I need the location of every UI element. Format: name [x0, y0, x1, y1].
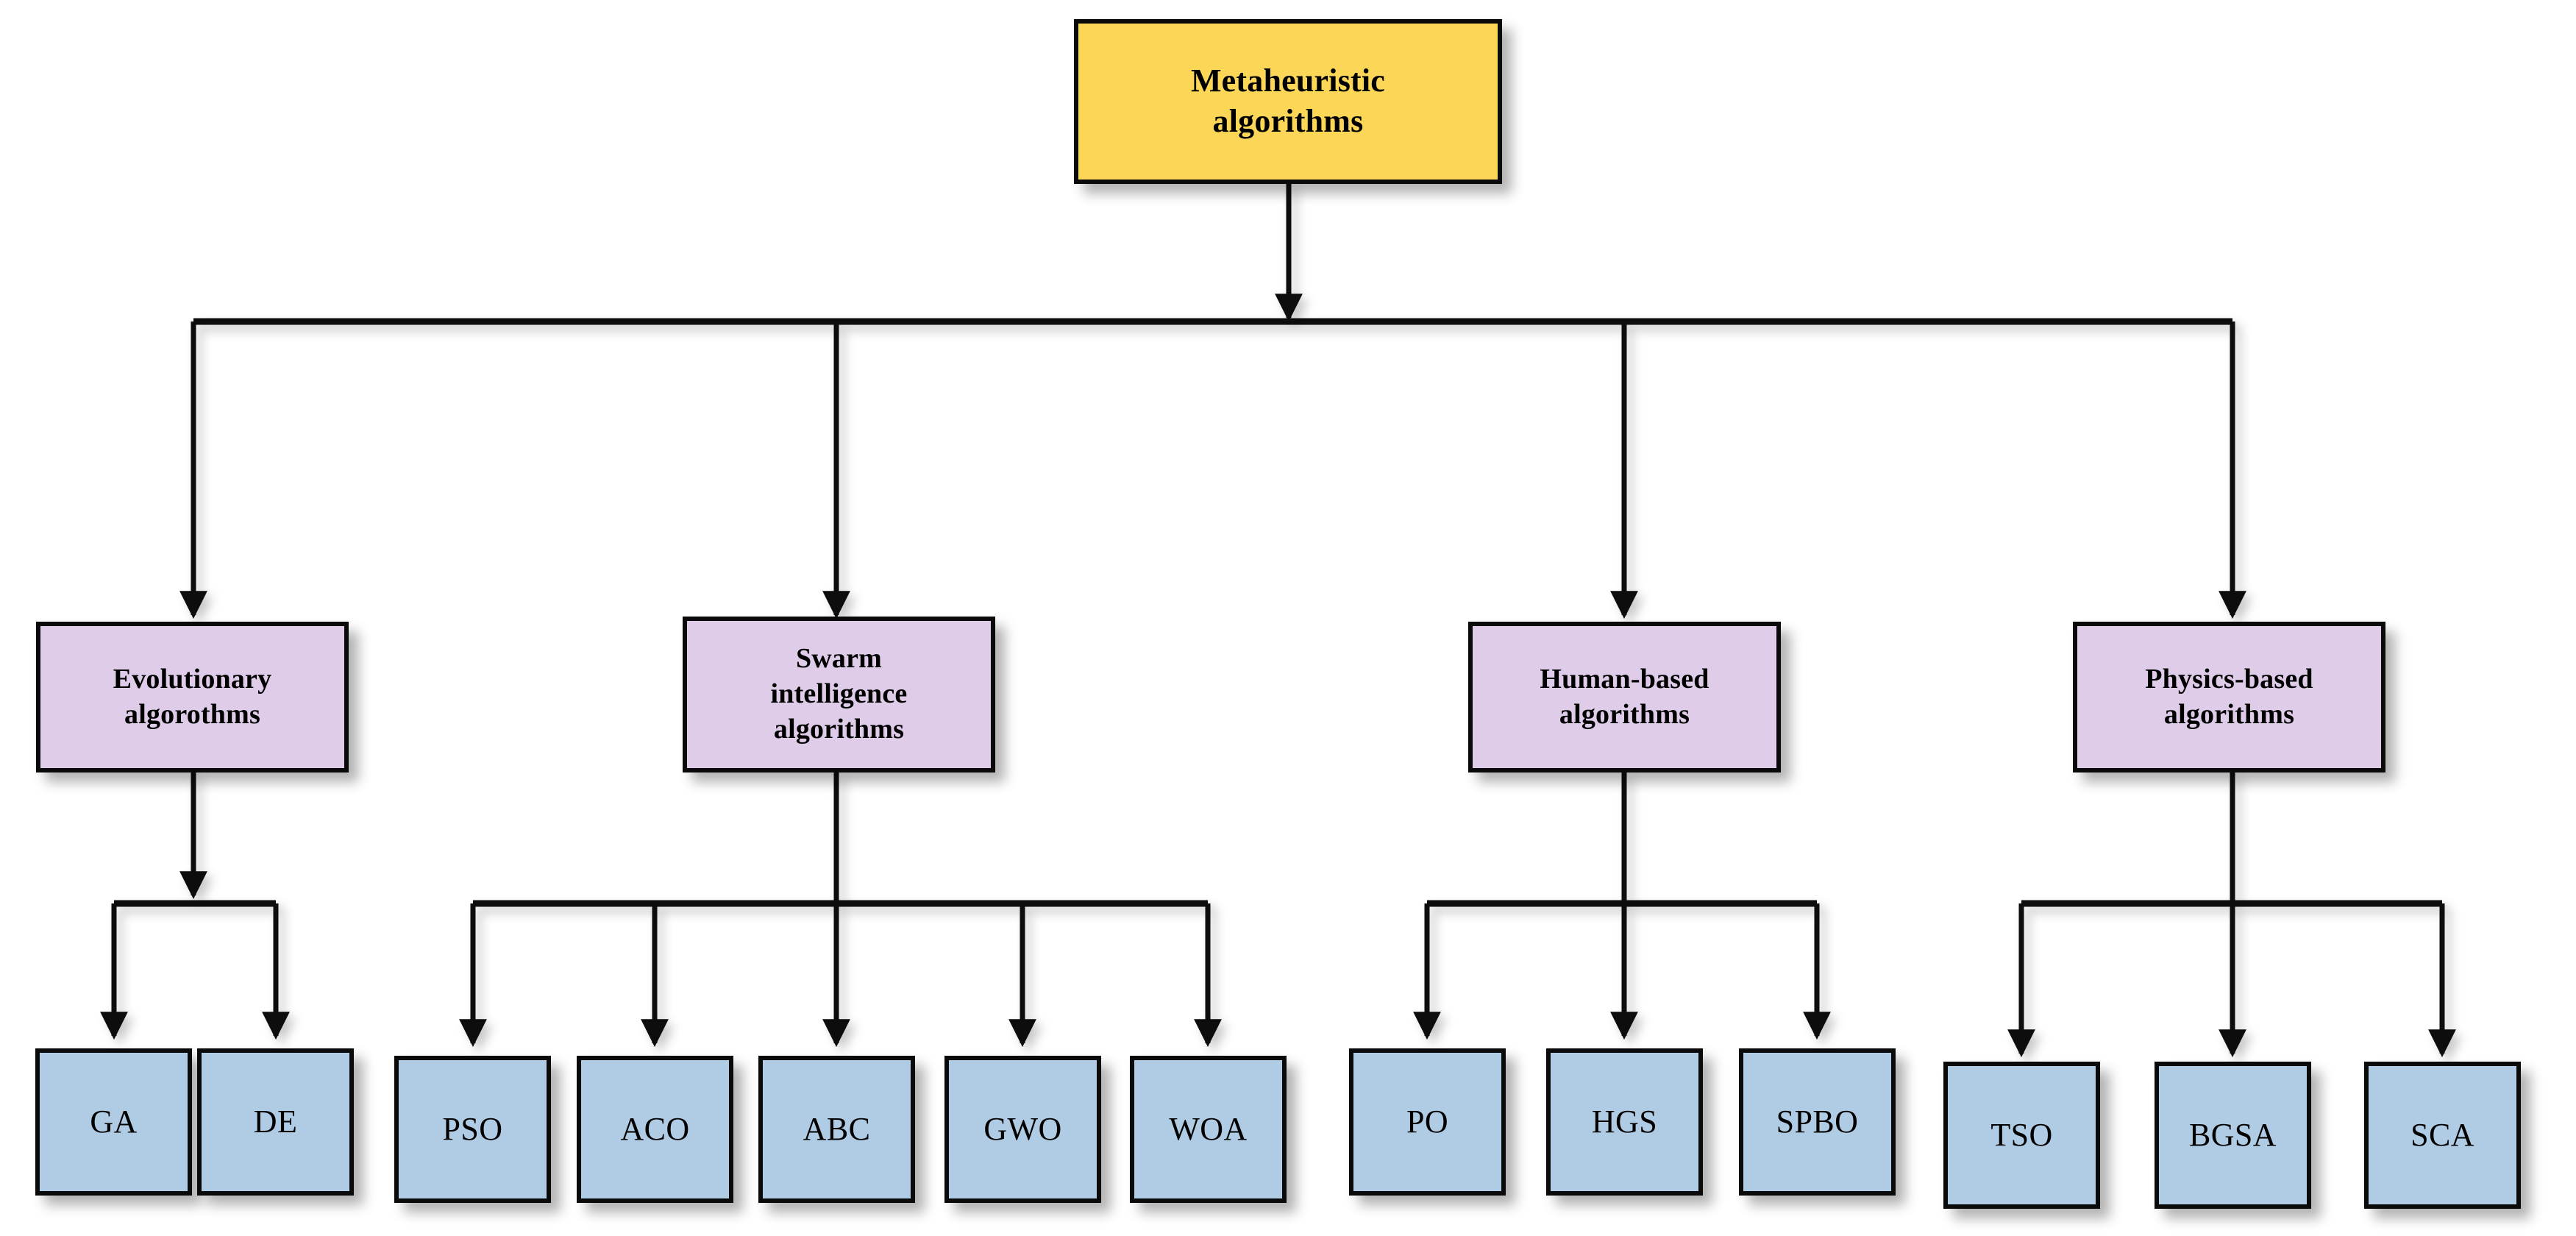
node-aco[interactable]: ACO	[577, 1056, 733, 1203]
node-gwo[interactable]: GWO	[944, 1056, 1101, 1203]
node-abc[interactable]: ABC	[758, 1056, 915, 1203]
node-physics-based-algorithms[interactable]: Physics-based algorithms	[2073, 622, 2385, 772]
node-label: BGSA	[2189, 1116, 2277, 1153]
node-po[interactable]: PO	[1349, 1048, 1506, 1196]
node-label: ABC	[803, 1110, 871, 1147]
node-swarm-intelligence-algorithms[interactable]: Swarm intelligence algorithms	[683, 617, 995, 772]
node-label: WOA	[1169, 1110, 1248, 1147]
node-ga[interactable]: GA	[35, 1048, 192, 1196]
node-label: SPBO	[1776, 1103, 1859, 1140]
node-label: Human-based algorithms	[1540, 663, 1709, 730]
node-label: SCA	[2410, 1116, 2474, 1153]
node-pso[interactable]: PSO	[394, 1056, 551, 1203]
node-label: Metaheuristic algorithms	[1190, 63, 1386, 139]
node-hgs[interactable]: HGS	[1546, 1048, 1703, 1196]
node-tso[interactable]: TSO	[1943, 1062, 2100, 1209]
node-label: PO	[1406, 1103, 1449, 1140]
node-human-based-algorithms[interactable]: Human-based algorithms	[1468, 622, 1781, 772]
node-label: Swarm intelligence algorithms	[770, 643, 908, 745]
node-bgsa[interactable]: BGSA	[2155, 1062, 2311, 1209]
node-woa[interactable]: WOA	[1130, 1056, 1287, 1203]
node-label: DE	[253, 1103, 298, 1140]
node-sca[interactable]: SCA	[2364, 1062, 2521, 1209]
node-de[interactable]: DE	[197, 1048, 354, 1196]
node-label: HGS	[1591, 1103, 1658, 1140]
node-label: Physics-based algorithms	[2145, 663, 2313, 730]
node-label: TSO	[1990, 1116, 2053, 1153]
node-spbo[interactable]: SPBO	[1739, 1048, 1896, 1196]
node-label: ACO	[620, 1110, 690, 1147]
node-evolutionary-algorithms[interactable]: Evolutionary algorothms	[36, 622, 349, 772]
node-label: GA	[90, 1103, 138, 1140]
node-label: Evolutionary algorothms	[113, 663, 272, 730]
node-metaheuristic-algorithms[interactable]: Metaheuristic algorithms	[1074, 19, 1502, 184]
node-label: GWO	[983, 1110, 1062, 1147]
node-label: PSO	[442, 1110, 503, 1147]
